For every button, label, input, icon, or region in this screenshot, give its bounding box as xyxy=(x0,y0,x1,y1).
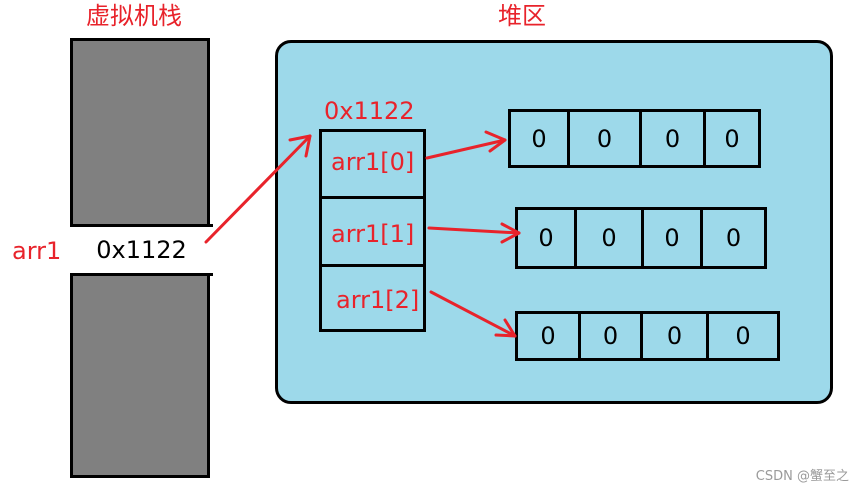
array-cell: 0 xyxy=(531,124,547,153)
stack-title: 虚拟机栈 xyxy=(86,2,182,30)
arrowhead-ref2 xyxy=(494,318,517,338)
heap-address: 0x1122 xyxy=(324,97,415,125)
array-cell: 0 xyxy=(574,210,641,266)
array-cell: 0 xyxy=(641,210,700,266)
sub-array-1: 0 0 0 0 xyxy=(515,207,767,269)
array-cell: 0 xyxy=(639,112,703,165)
arrow-ref1-to-row1 xyxy=(427,226,521,235)
array-cell: 0 xyxy=(640,314,706,358)
arrowhead-ref0 xyxy=(484,130,507,153)
array-cell: 0 xyxy=(540,322,556,350)
array-cell: 0 xyxy=(703,112,758,165)
ref-divider-2 xyxy=(319,264,426,267)
array-cell: 0 xyxy=(706,314,777,358)
stack-var-name: arr1 xyxy=(12,237,62,265)
array-cell: 0 xyxy=(567,112,639,165)
ref-label-2: arr1[2] xyxy=(336,286,420,314)
ref-divider-1 xyxy=(319,196,426,199)
arrow-ref2-to-row2 xyxy=(429,290,517,338)
arrow-stack-to-heap xyxy=(204,134,312,244)
array-cell: 0 xyxy=(538,224,554,252)
heap-area xyxy=(275,40,833,404)
arrow-ref0-to-row0 xyxy=(425,138,507,160)
arrowhead-ref1 xyxy=(500,222,521,244)
array-cell: 0 xyxy=(578,314,640,358)
reference-array xyxy=(319,129,426,332)
sub-array-0: 0 0 0 0 xyxy=(508,109,761,168)
watermark: CSDN @蟹至之 xyxy=(755,469,849,484)
ref-label-1: arr1[1] xyxy=(331,220,415,248)
stack-cell-value: 0x1122 xyxy=(96,236,187,264)
arrowhead-stack-to-heap xyxy=(288,134,312,158)
ref-label-0: arr1[0] xyxy=(331,148,415,176)
stack-cell-arr1: 0x1122 xyxy=(70,224,213,276)
heap-title: 堆区 xyxy=(498,2,546,30)
array-cell: 0 xyxy=(700,210,764,266)
